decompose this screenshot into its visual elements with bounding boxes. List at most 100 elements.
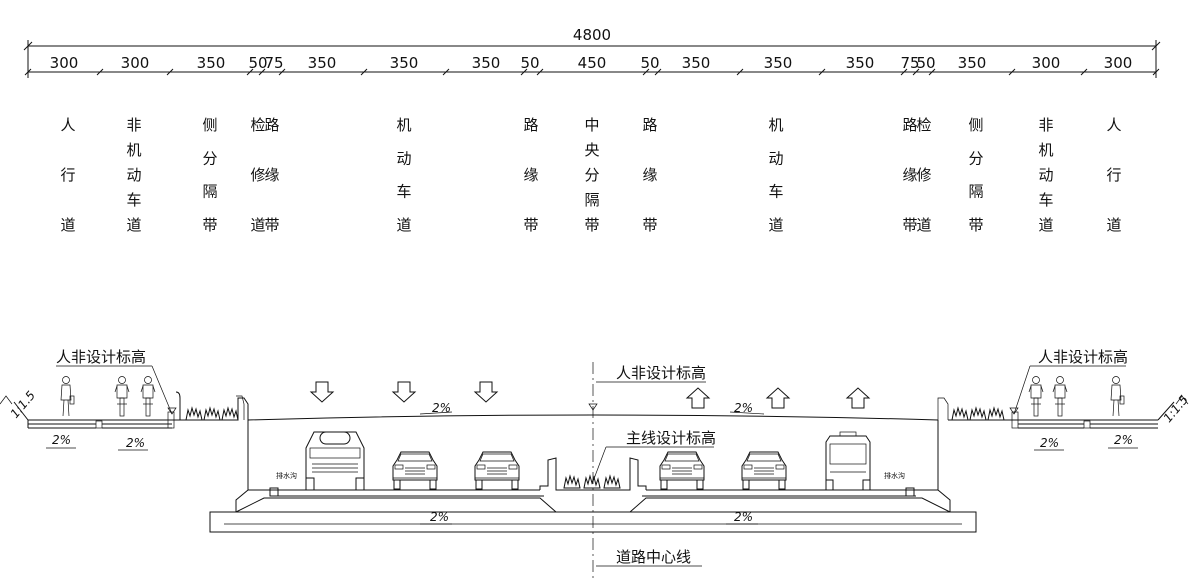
shrub-icon — [969, 407, 987, 421]
svg-text:隔: 隔 — [584, 191, 599, 209]
dim-segment-label: 75 — [900, 54, 919, 72]
svg-text:缘: 缘 — [264, 166, 279, 184]
dim-tick — [278, 68, 286, 76]
dim-segment-label: 350 — [846, 54, 875, 72]
svg-text:道: 道 — [916, 216, 931, 234]
shrub-icon — [185, 407, 203, 421]
bus-icon — [825, 431, 871, 491]
design-elev-label-right: 人非设计标高 — [1038, 348, 1128, 366]
car-icon — [741, 451, 787, 490]
shrub-icon — [603, 475, 621, 489]
cyclist-icon-right-2 — [1052, 376, 1068, 417]
svg-text:带: 带 — [902, 216, 917, 234]
svg-text:检: 检 — [250, 116, 265, 134]
svg-text:带: 带 — [642, 216, 657, 234]
dim-segment-label: 50 — [916, 54, 935, 72]
svg-text:车: 车 — [768, 183, 783, 201]
slope-label: 2% — [1040, 436, 1059, 450]
svg-text:路: 路 — [902, 116, 917, 134]
slope-label: 2% — [734, 510, 753, 524]
cyclist-icon-right-1 — [1028, 376, 1044, 417]
dim-segment-label: 300 — [1032, 54, 1061, 72]
svg-text:带: 带 — [968, 216, 983, 234]
svg-text:人: 人 — [60, 116, 75, 134]
svg-text:分: 分 — [584, 166, 599, 184]
svg-text:机: 机 — [396, 116, 411, 134]
dim-segment-label: 300 — [1104, 54, 1133, 72]
main-design-elev-label: 主线设计标高 — [626, 429, 716, 447]
arrow-up-icon — [686, 387, 710, 409]
slope-label: 2% — [1114, 433, 1133, 447]
design-profile-line — [247, 414, 939, 421]
figures — [60, 376, 1125, 491]
drain-label-left: 排水沟 — [276, 471, 297, 480]
dim-segment-label: 350 — [472, 54, 501, 72]
arrow-up-icon — [846, 387, 870, 409]
batter-right: 1:1.5 — [1161, 393, 1192, 426]
pedestrian-icon-right — [1110, 376, 1125, 417]
svg-text:道: 道 — [1106, 216, 1121, 234]
svg-text:道: 道 — [250, 216, 265, 234]
svg-text:非: 非 — [126, 116, 141, 134]
svg-text:动: 动 — [126, 166, 141, 184]
svg-text:路: 路 — [264, 116, 279, 134]
svg-text:分: 分 — [968, 149, 983, 167]
dim-tick — [96, 68, 104, 76]
svg-text:车: 车 — [126, 191, 141, 209]
column-label-edge-left: 路缘带 — [523, 116, 538, 234]
dim-tick — [1080, 68, 1088, 76]
dim-tick — [928, 68, 936, 76]
dim-tick — [818, 68, 826, 76]
svg-text:道: 道 — [126, 216, 141, 234]
design-elev-label-center: 人非设计标高 — [616, 364, 706, 382]
svg-text:车: 车 — [1038, 191, 1053, 209]
column-label-maintenance-left: 检修道 — [250, 116, 265, 234]
svg-text:修: 修 — [916, 166, 931, 184]
column-label-sidewalk-left: 人行道 — [60, 116, 75, 234]
svg-text:带: 带 — [264, 216, 279, 234]
dim-tick — [900, 68, 908, 76]
dim-tick — [912, 68, 920, 76]
cyclist-icon-left-1 — [114, 376, 130, 417]
column-label-curb-right: 路缘带 — [902, 116, 917, 234]
svg-text:动: 动 — [396, 149, 411, 167]
shrub-icon — [563, 475, 581, 489]
slope-label: 2% — [52, 433, 71, 447]
svg-text:机: 机 — [1038, 141, 1053, 159]
dim-segment-label: 50 — [520, 54, 539, 72]
dim-segment-label: 350 — [390, 54, 419, 72]
dim-tick — [166, 68, 174, 76]
dim-tick — [520, 68, 528, 76]
slope-label: 2% — [734, 401, 753, 415]
dim-tick — [642, 68, 650, 76]
dim-tick — [1152, 68, 1160, 76]
drain-label-right: 排水沟 — [884, 471, 905, 480]
svg-text:机: 机 — [768, 116, 783, 134]
slope-label: 2% — [432, 401, 451, 415]
annotations: 人非设计标高 人非设计标高 人非设计标高 主线设计标高 道路中心线 2% 2% … — [46, 348, 1138, 567]
dim-segment-label: 50 — [640, 54, 659, 72]
svg-text:道: 道 — [396, 216, 411, 234]
dim-segment-label: 350 — [764, 54, 793, 72]
dim-tick — [258, 68, 266, 76]
arrow-down-icon — [474, 381, 498, 403]
svg-text:行: 行 — [1106, 166, 1121, 184]
pedestrian-icon-left — [60, 376, 75, 417]
svg-text:人: 人 — [1106, 116, 1121, 134]
column-label-sidewalk-right: 人行道 — [1106, 116, 1121, 234]
svg-text:动: 动 — [768, 149, 783, 167]
column-label-curb-left: 路缘带 — [264, 116, 279, 234]
column-labels: 人行道非机动车道侧分隔带检修道路缘带机动车道路缘带中央分隔带路缘带机动车道路缘带… — [60, 116, 1121, 234]
dim-tick — [246, 68, 254, 76]
batter-left: 1:1.5 — [8, 388, 39, 421]
dim-segment-label: 450 — [578, 54, 607, 72]
slope-label: 2% — [430, 510, 449, 524]
svg-text:分: 分 — [202, 149, 217, 167]
shrub-icon — [951, 407, 969, 421]
